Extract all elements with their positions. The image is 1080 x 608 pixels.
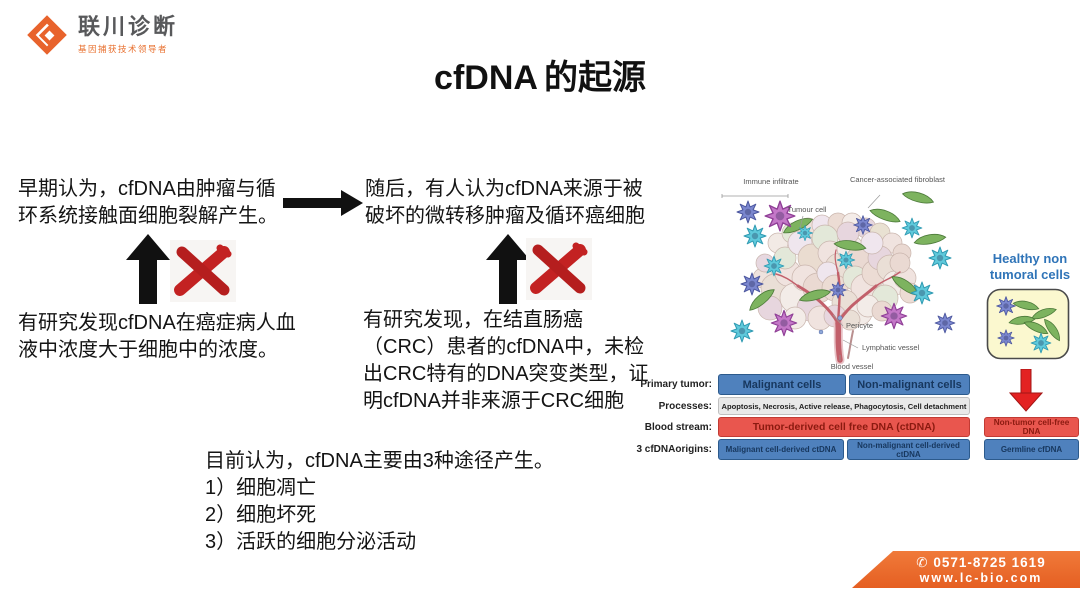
cell-malignant-cells: Malignant cells [718,374,846,395]
text-early-hypothesis: 早期认为，cfDNA由肿瘤与循环系统接触面细胞裂解产生。 [18,178,278,227]
label-tumour-cell: Tumour cell [787,205,827,214]
cell-non-malignant-derived-ctdna: Non-malignant cell-derived ctDNA [847,439,970,460]
title-zh: 的起源 [543,58,646,98]
pathway-item-2: 2）细胞坏死 [205,504,317,526]
cell-tumor-derived-ctdna: Tumor-derived cell free DNA (ctDNA) [718,417,970,437]
cell-germline-cfdna: Germline cfDNA [984,439,1079,460]
label-lymphatic-vessel: Lymphatic vessel [862,343,920,352]
row-label-blood-stream: Blood stream: [644,422,712,433]
logo-diamond-icon [27,15,67,55]
logo-name: 联川诊断 [78,14,179,40]
label-blood-vessel: Blood vessel [830,362,874,371]
up-arrow-left [126,234,170,304]
tumor-microenvironment-illustration [721,191,956,365]
pathway-item-1: 1）细胞凋亡 [205,477,317,499]
label-healthy-non-tumoral-cells: Healthy non tumoral cells [989,251,1071,282]
current-view-heading: 目前认为，cfDNA主要由3种途径产生。 [205,450,554,472]
row-label-cfdna-origins: 3 cfDNAorigins: [636,444,712,455]
label-cancer-associated-fibroblast: Cancer-associated fibroblast [849,175,946,184]
text-later-hypothesis: 随后，有人认为cfDNA来源于被破坏的微转移肿瘤及循环癌细胞 [365,178,645,227]
website-url: www.lc-bio.com [919,570,1043,585]
phone-line: ✆ 0571-8725 1619 [882,555,1080,571]
cell-non-malignant-cells: Non-malignant cells [849,374,970,395]
cell-malignant-derived-ctdna: Malignant cell-derived ctDNA [718,439,844,460]
right-arrow [283,190,363,216]
row-label-primary-tumor: Primary tumor: [640,379,712,390]
phone-icon: ✆ [916,554,929,570]
company-logo: 联川诊断 基因捕获技术领导者 [26,6,256,64]
label-immune-infiltrate: Immune infiltrate [743,177,799,186]
cell-non-tumor-cfdna: Non-tumor cell-free DNA [984,417,1079,437]
text-early-refutation: 有研究发现cfDNA在癌症病人血液中浓度大于细胞中的浓度。 [18,312,296,361]
row-label-processes: Processes: [658,401,712,412]
text-current-view: 目前认为，cfDNA主要由3种途径产生。 1）细胞凋亡 2）细胞坏死 3）活跃的… [205,448,565,556]
text-later-refutation: 有研究发现，在结直肠癌（CRC）患者的cfDNA中，未检出CRC特有的DNA突变… [363,309,649,412]
contact-ribbon: ✆ 0571-8725 1619 www.lc-bio.com [852,551,1080,588]
logo-tagline: 基因捕获技术领导者 [78,43,169,54]
healthy-cells-box [986,288,1070,360]
phone-number: 0571-8725 1619 [933,554,1046,570]
up-arrow-right [486,234,530,304]
red-cross-icon-left [170,240,236,302]
title-en: cfDNA [434,59,538,97]
cell-processes: Apoptosis, Necrosis, Active release, Pha… [718,397,970,415]
label-pericyte: Pericyte [846,321,874,330]
red-cross-icon-right [526,238,592,300]
pathway-item-3: 3）活跃的细胞分泌活动 [205,531,417,553]
red-down-arrow [1008,369,1044,412]
